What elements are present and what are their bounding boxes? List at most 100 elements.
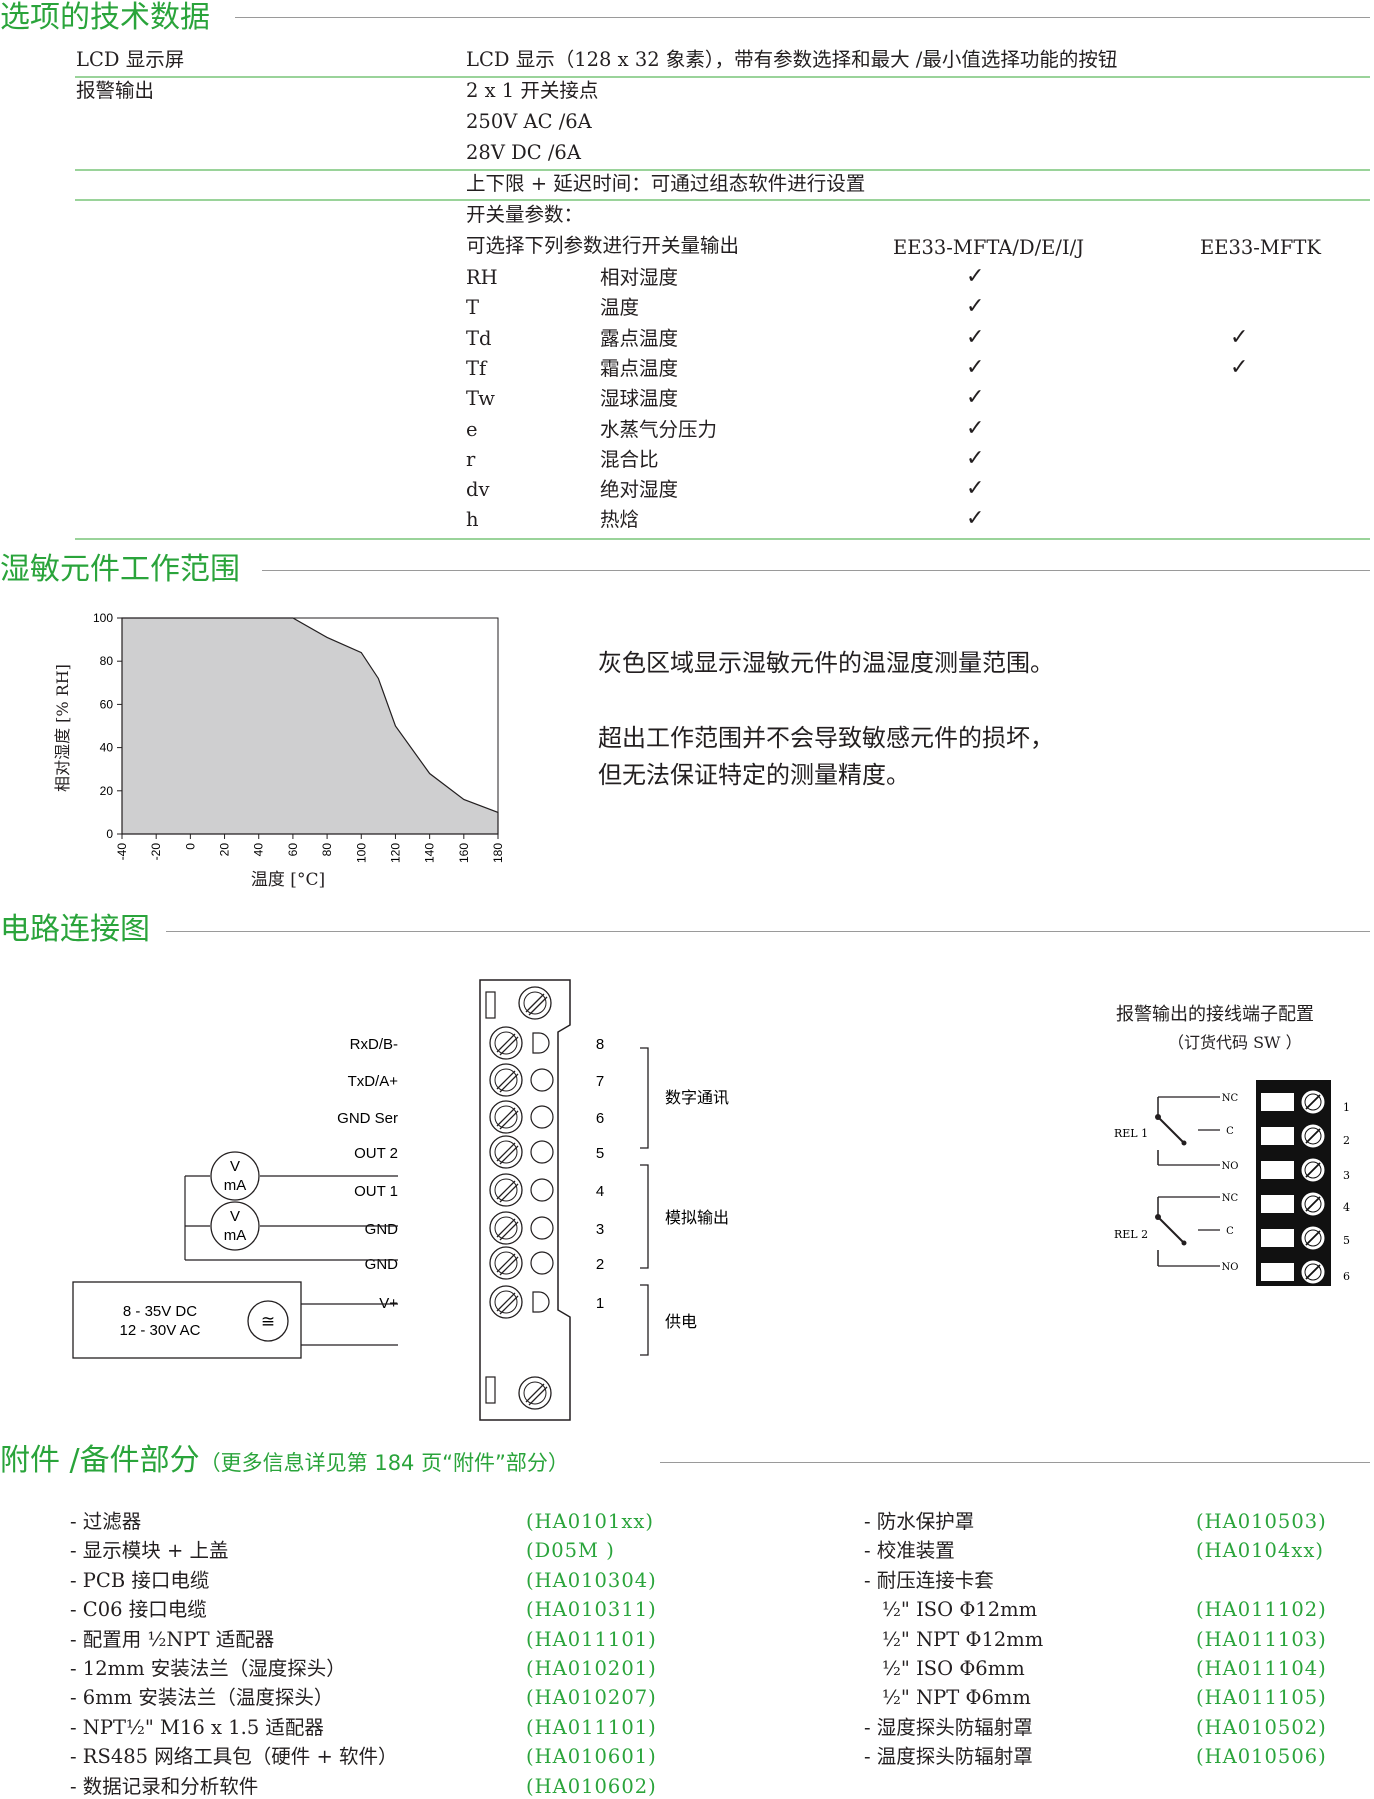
section-rule: [166, 931, 1370, 932]
x-tick-label: 80: [320, 843, 334, 857]
group-digital: 数字通讯: [665, 1088, 729, 1107]
param-name: 露点温度: [600, 326, 679, 350]
param-code: dv: [466, 478, 490, 502]
contact-label: NC: [1222, 1193, 1239, 1204]
row-divider: [75, 199, 1370, 201]
screw-icon: [489, 1211, 523, 1245]
terminal-slot: [1261, 1161, 1294, 1179]
column-header-a: EE33-MFTA/D/E/I/J: [893, 236, 1085, 259]
accessory-code: (HA010304): [526, 1568, 657, 1592]
accessory-name: - 防水保护罩: [864, 1510, 975, 1533]
wire-entry-icon: [530, 1140, 554, 1164]
check-icon: ✓: [1230, 324, 1249, 350]
screw-icon: [1300, 1259, 1326, 1285]
check-icon: ✓: [966, 354, 985, 380]
chart-xlabel: 温度 [°C]: [251, 870, 325, 890]
group-bracket: [640, 1164, 649, 1269]
row-divider: [75, 76, 1370, 78]
relay-subtitle: （订货代码 SW ）: [1168, 1033, 1302, 1052]
contact-label: NO: [1222, 1161, 1239, 1172]
pin-label: OUT 2: [354, 1145, 398, 1162]
accessory-code: (HA010201): [526, 1657, 657, 1680]
relay-2-label: REL 2: [1114, 1228, 1148, 1241]
group-supply: 供电: [665, 1312, 697, 1331]
wire-entry-icon: [530, 1068, 554, 1092]
accessory-name: ½" NPT Φ6mm: [882, 1686, 1031, 1710]
check-icon: ✓: [966, 445, 985, 471]
section-rule: [235, 17, 1370, 18]
accessory-name: - RS485 网络工具包（硬件 + 软件）: [70, 1745, 398, 1769]
param-name: 湿球温度: [600, 387, 679, 411]
supply-ac: 12 - 30V AC: [120, 1322, 201, 1339]
pin-number: 2: [596, 1256, 604, 1273]
terminal-slot: [1261, 1263, 1294, 1281]
y-tick-label: 0: [106, 827, 113, 841]
pin-number: 5: [596, 1145, 604, 1162]
accessory-code: (HA011104): [1196, 1657, 1327, 1680]
screw-icon: [518, 1376, 552, 1410]
section-rule: [262, 570, 1370, 571]
y-tick-label: 100: [93, 611, 113, 625]
row-divider: [75, 169, 1370, 171]
screw-icon: [518, 986, 552, 1020]
param-code: r: [466, 447, 476, 471]
row-divider: [75, 538, 1370, 540]
accessory-code: (D05M ): [526, 1539, 615, 1563]
chart-area: [121, 617, 499, 835]
x-tick-label: -20: [149, 843, 163, 861]
group-bracket: [640, 1047, 649, 1149]
lcd-value: LCD 显示（128 x 32 象素），带有参数选择和最大 /最小值选择功能的按…: [466, 48, 1118, 71]
terminal-number: 4: [1343, 1201, 1350, 1214]
terminal-number: 3: [1343, 1169, 1350, 1182]
screw-icon: [489, 1100, 523, 1134]
check-icon: ✓: [966, 415, 985, 441]
accessory-name: - 配置用 ½NPT 适配器: [70, 1627, 275, 1651]
ac-dc-source-icon: [247, 1300, 289, 1342]
param-name: 热焓: [600, 508, 640, 532]
terminal-slot: [1261, 1195, 1294, 1213]
accessory-name: - 数据记录和分析软件: [70, 1774, 259, 1798]
param-name: 水蒸气分压力: [600, 417, 718, 441]
pin-number: 8: [596, 1036, 604, 1053]
accessory-name: - 过滤器: [70, 1510, 142, 1533]
screw-icon: [489, 1135, 523, 1169]
accessory-code: (HA010506): [1196, 1745, 1327, 1769]
accessory-code: (HA0101xx): [526, 1510, 654, 1533]
accessory-name: - 耐压连接卡套: [864, 1568, 994, 1592]
alarm-value-2: 250V AC /6A: [466, 110, 592, 133]
screw-icon: [1300, 1157, 1326, 1183]
accessory-code: (HA010503): [1196, 1510, 1327, 1533]
section-rule: [660, 1462, 1370, 1463]
param-code: T: [466, 296, 480, 320]
terminal-number: 5: [1343, 1234, 1350, 1247]
meter-out1-icon: V mA: [210, 1201, 260, 1251]
param-name: 混合比: [600, 447, 659, 471]
svg-text:≅: ≅: [261, 1312, 275, 1331]
x-tick-label: 60: [286, 843, 300, 857]
check-icon: ✓: [966, 324, 985, 350]
x-tick-label: 120: [388, 843, 402, 863]
accessory-name: - 湿度探头防辐射罩: [864, 1715, 1033, 1739]
block-slot: [485, 991, 496, 1019]
param-code: Td: [466, 326, 492, 350]
param-name: 温度: [600, 296, 640, 320]
limits-text: 上下限 + 延迟时间：可通过组态软件进行设置: [466, 172, 866, 195]
accessory-name: - 显示模块 + 上盖: [70, 1539, 229, 1563]
param-code: Tw: [466, 387, 496, 411]
alarm-value-1: 2 x 1 开关接点: [466, 79, 599, 102]
check-icon: ✓: [966, 294, 985, 320]
screw-icon: [1300, 1123, 1326, 1149]
svg-text:mA: mA: [224, 1227, 247, 1244]
terminal-slot: [1261, 1229, 1294, 1247]
alarm-label: 报警输出: [76, 79, 155, 102]
check-icon: ✓: [1230, 354, 1249, 380]
x-tick-label: 180: [491, 843, 505, 863]
accessory-code: (HA011101): [526, 1627, 657, 1651]
chart-ylabel: 相对湿度 [% RH]: [53, 664, 72, 792]
wire-entry-icon: [530, 1216, 554, 1240]
pin-number: 1: [596, 1295, 604, 1312]
accessory-code: (HA011102): [1196, 1598, 1327, 1622]
wire-entry-icon: [532, 1032, 550, 1054]
